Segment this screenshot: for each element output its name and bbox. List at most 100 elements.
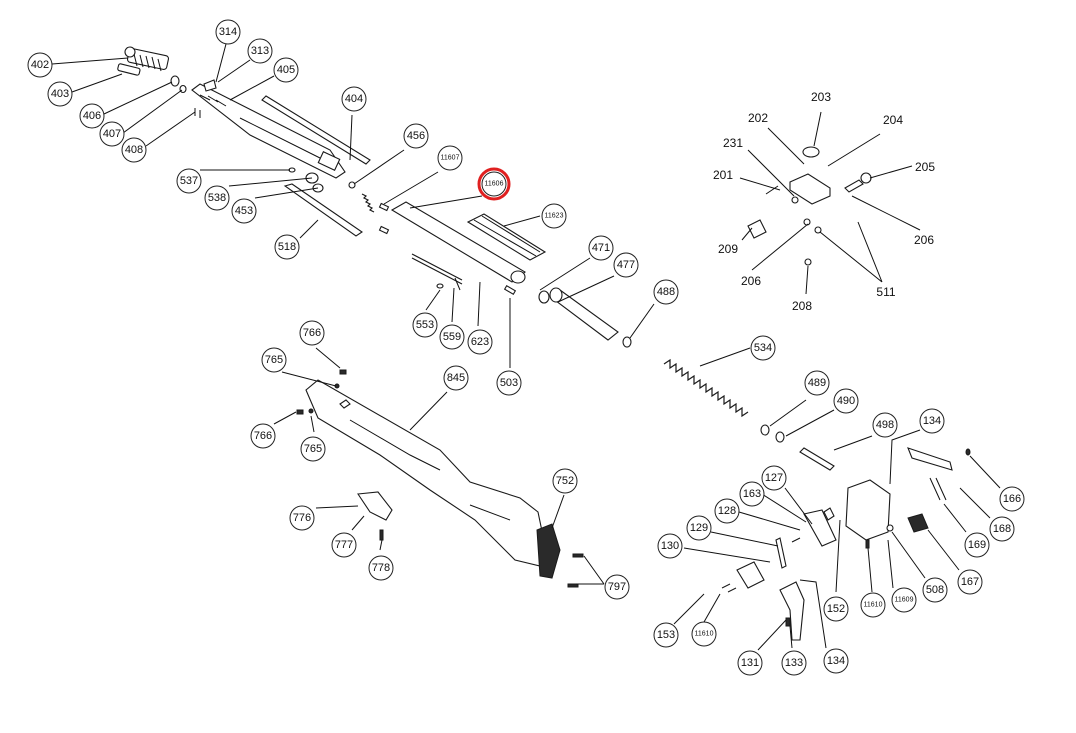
callout-537: 537 [176,168,202,194]
svg-text:11609: 11609 [895,597,914,604]
svg-text:129: 129 [690,522,708,534]
svg-text:488: 488 [657,286,675,298]
callout-163: 163 [739,481,765,507]
callout-456: 456 [403,123,429,149]
svg-text:776: 776 [293,512,311,524]
sight-assembly-drawing [747,146,872,266]
svg-text:404: 404 [345,93,363,105]
callout-128: 128 [714,498,740,524]
svg-text:498: 498 [876,419,894,431]
svg-text:752: 752 [556,475,574,487]
callout-167: 167 [957,569,983,595]
callout-518: 518 [274,234,300,260]
callout-488: 488 [653,279,679,305]
callout-845: 845 [443,365,469,391]
label-204: 204 [883,113,903,127]
svg-text:163: 163 [743,488,761,500]
label-202: 202 [748,111,768,125]
callout-766-top: 766 [299,320,325,346]
part-490-drawing [775,431,785,443]
svg-text:402: 402 [31,59,49,71]
part-534-spring-drawing [663,358,749,418]
highlight-ring-11606 [477,167,511,201]
svg-text:134: 134 [827,655,845,667]
callout-408: 408 [121,137,147,163]
svg-text:518: 518 [278,241,296,253]
svg-text:403: 403 [51,88,69,100]
part-471-drawing [538,290,550,304]
part-518-drawing [283,183,363,237]
svg-text:845: 845 [447,372,465,384]
svg-text:623: 623 [471,336,489,348]
svg-text:314: 314 [219,26,237,38]
part-797-drawing [567,553,584,588]
svg-text:11606: 11606 [485,181,504,188]
svg-text:503: 503 [500,377,518,389]
svg-text:131: 131 [741,657,759,669]
callout-405: 405 [273,57,299,83]
part-406-drawing [170,75,180,87]
svg-text:11610: 11610 [695,631,714,638]
svg-text:778: 778 [372,562,390,574]
svg-text:471: 471 [592,242,610,254]
part-488-drawing [622,336,632,348]
sight-labels: 203 202 204 231 201 205 209 206 206 208 … [713,90,935,313]
svg-text:11610: 11610 [864,602,883,609]
callout-11623: 11623 [541,203,567,229]
callout-130: 130 [657,533,683,559]
callout-765-top: 765 [261,347,287,373]
callout-538: 538 [204,185,230,211]
svg-text:130: 130 [661,540,679,552]
callout-553: 553 [412,312,438,338]
svg-text:534: 534 [754,342,772,354]
callout-490: 490 [833,388,859,414]
svg-text:537: 537 [180,175,198,187]
callout-778: 778 [368,555,394,581]
svg-text:153: 153 [657,629,675,641]
svg-text:766: 766 [254,430,272,442]
part-408-drawing [194,108,201,118]
part-407-drawing [179,84,187,94]
callout-134-top: 134 [919,408,945,434]
callout-403: 403 [47,81,73,107]
callout-11607: 11607 [437,145,463,171]
callout-776: 776 [289,505,315,531]
label-511: 511 [876,285,895,299]
callout-169: 169 [964,532,990,558]
svg-text:313: 313 [251,45,269,57]
svg-text:134: 134 [923,415,941,427]
svg-text:477: 477 [617,259,635,271]
svg-text:128: 128 [718,505,736,517]
svg-text:553: 553 [416,319,434,331]
svg-text:11623: 11623 [545,213,564,220]
callout-129: 129 [686,515,712,541]
callout-11610-right: 11610 [860,592,886,618]
svg-text:765: 765 [265,354,283,366]
svg-text:453: 453 [235,205,253,217]
callout-766-bottom: 766 [250,423,276,449]
svg-text:11607: 11607 [441,155,460,162]
callout-313: 313 [247,38,273,64]
svg-text:456: 456 [407,130,425,142]
label-231: 231 [723,136,743,150]
svg-text:407: 407 [103,128,121,140]
part-11606-tube-drawing [390,201,526,284]
svg-text:405: 405 [277,64,295,76]
part-776-drawing [357,491,393,521]
svg-text:765: 765 [304,443,322,455]
callout-168: 168 [989,516,1015,542]
callout-489: 489 [804,370,830,396]
callout-406: 406 [79,103,105,129]
part-11623-rail-drawing [466,213,547,261]
svg-text:777: 777 [335,539,353,551]
svg-text:406: 406 [83,110,101,122]
callout-508: 508 [922,577,948,603]
callout-labels: 402 403 406 407 408 314 313 405 404 456 … [27,19,1025,676]
label-206-right: 206 [914,233,934,247]
callout-152: 152 [823,596,849,622]
callout-752: 752 [552,468,578,494]
svg-text:408: 408 [125,144,143,156]
svg-text:559: 559 [443,331,461,343]
svg-text:508: 508 [926,584,944,596]
